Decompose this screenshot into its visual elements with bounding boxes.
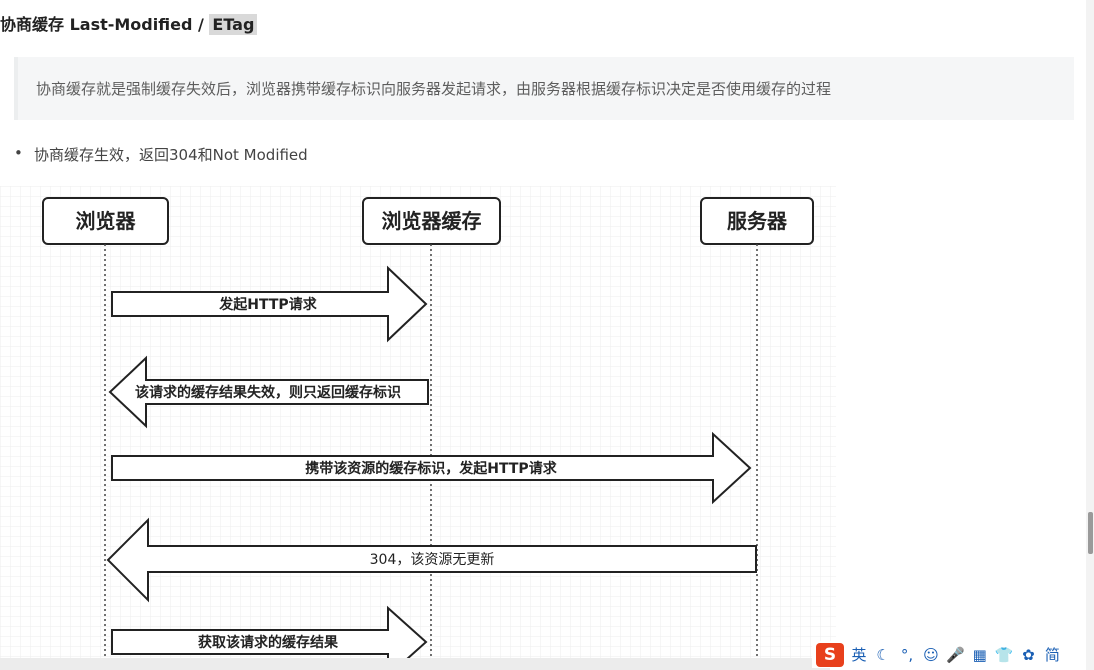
- actor-server-label: 服务器: [727, 209, 788, 233]
- ime-language-toggle[interactable]: 英: [851, 646, 867, 664]
- arrow-cache-expired-label: 该请求的缓存结果失效，则只返回缓存标识: [135, 384, 401, 401]
- emoji-icon[interactable]: ☺: [923, 645, 939, 664]
- tools-icon[interactable]: ✿: [1022, 645, 1035, 664]
- arrow-fetch-cache-label: 获取该请求的缓存结果: [198, 634, 339, 651]
- punctuation-icon[interactable]: °,: [900, 645, 914, 664]
- skin-icon[interactable]: 👕: [994, 645, 1014, 664]
- actor-browser-label: 浏览器: [76, 209, 137, 233]
- sequence-diagram: 浏览器 浏览器缓存 服务器 发起HTTP请求 该请求的缓存结果失效，则只返回缓存…: [0, 186, 836, 658]
- actor-browser-cache: 浏览器缓存: [362, 197, 501, 245]
- arrow-request-with-identifier: 携带该资源的缓存标识，发起HTTP请求: [111, 431, 752, 505]
- section-heading: 协商缓存 Last-Modified / ETag: [0, 11, 258, 35]
- ime-logo-icon[interactable]: S: [816, 642, 844, 667]
- blockquote-text: 协商缓存就是强制缓存失效后，浏览器携带缓存标识向服务器发起请求，由服务器根据缓存…: [36, 80, 832, 98]
- scrollbar-thumb[interactable]: [1088, 512, 1093, 554]
- moon-icon[interactable]: ☾: [876, 645, 890, 664]
- arrow-send-request-label: 发起HTTP请求: [218, 296, 317, 313]
- ime-toolbar: S 英 ☾ °, ☺ 🎤 ▦ 👕 ✿ 简: [812, 641, 1086, 668]
- blockquote: 协商缓存就是强制缓存失效后，浏览器携带缓存标识向服务器发起请求，由服务器根据缓存…: [14, 57, 1074, 120]
- actor-browser-cache-label: 浏览器缓存: [382, 209, 482, 233]
- actor-browser: 浏览器: [42, 197, 169, 245]
- arrow-fetch-cache: 获取该请求的缓存结果: [111, 605, 428, 658]
- ime-simplified-toggle[interactable]: 简: [1044, 646, 1060, 664]
- window-bottom-edge: [0, 658, 830, 670]
- list-item: 协商缓存生效，返回304和Not Modified: [14, 144, 308, 165]
- list-item-text: 协商缓存生效，返回304和Not Modified: [34, 146, 308, 164]
- arrow-304-response: 304，该资源无更新: [106, 517, 757, 603]
- arrow-request-with-identifier-label: 携带该资源的缓存标识，发起HTTP请求: [305, 460, 557, 477]
- heading-etag-highlight: ETag: [209, 14, 258, 35]
- arrow-304-response-label: 304，该资源无更新: [370, 552, 495, 568]
- keyboard-icon[interactable]: ▦: [972, 645, 987, 664]
- arrow-send-request: 发起HTTP请求: [111, 265, 428, 343]
- microphone-icon[interactable]: 🎤: [946, 645, 965, 664]
- scrollbar-track[interactable]: [1086, 0, 1094, 670]
- arrow-cache-expired: 该请求的缓存结果失效，则只返回缓存标识: [108, 355, 429, 429]
- heading-text: 协商缓存 Last-Modified /: [0, 15, 210, 34]
- actor-server: 服务器: [700, 197, 814, 245]
